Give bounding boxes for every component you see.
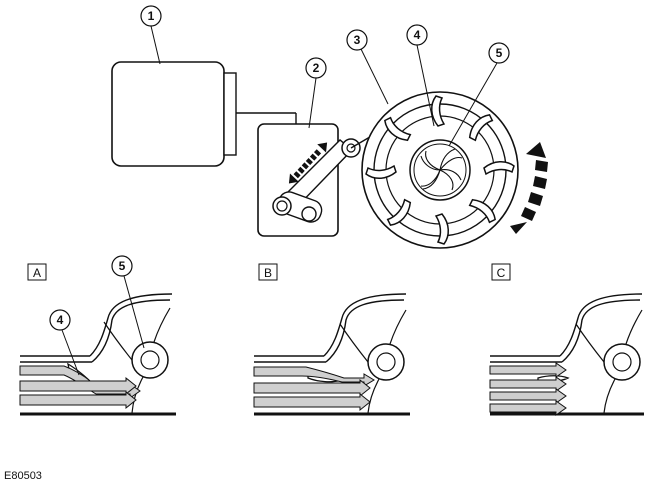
- callout-1: 1: [140, 5, 162, 65]
- callout-5-label: 5: [496, 46, 503, 60]
- callout-2: 2: [305, 57, 327, 129]
- panel-b: B: [253, 263, 410, 416]
- double-arrow-actuator: [288, 142, 328, 184]
- panel-a-callout-5: 5: [119, 259, 126, 273]
- rotation-arrow: [510, 142, 548, 234]
- callout-4-label: 4: [414, 28, 421, 42]
- panel-a-callout-4: 4: [57, 313, 64, 327]
- panel-c-label: C: [497, 266, 506, 280]
- panel-b-label: B: [264, 266, 272, 280]
- motor: [111, 61, 297, 167]
- panel-a: A 4 5: [19, 255, 176, 416]
- figure-id: E80503: [4, 470, 42, 482]
- panel-c: C: [489, 263, 644, 416]
- callout-3-label: 3: [354, 33, 361, 47]
- actuator-housing: [257, 123, 376, 237]
- callout-3: 3: [346, 29, 389, 105]
- panel-a-label: A: [33, 266, 41, 280]
- callout-1-label: 1: [148, 9, 155, 23]
- callout-2-label: 2: [313, 61, 320, 75]
- turbine-wheel: [409, 139, 471, 201]
- callout-5: 5: [448, 42, 510, 147]
- callout-4: 4: [406, 24, 435, 127]
